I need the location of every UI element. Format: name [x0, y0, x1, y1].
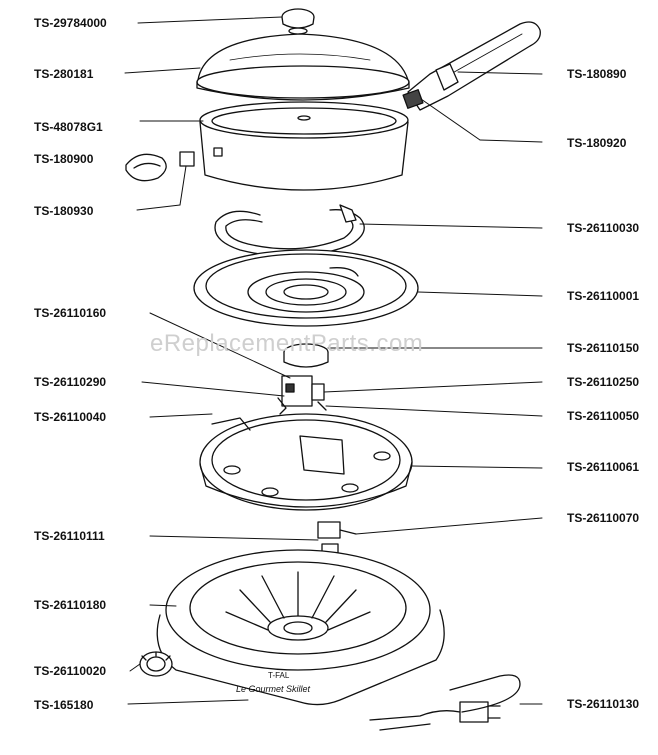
power-cord: [369, 674, 521, 731]
label-ts-180930: TS-180930: [34, 204, 94, 218]
reflector-plate: [193, 249, 419, 327]
label-ts-26110111: TS-26110111: [34, 529, 105, 543]
base-brand-text: T-FAL: [268, 671, 290, 680]
label-ts-26110130: TS-26110130: [567, 697, 640, 711]
label-ts-26110001: TS-26110001: [567, 289, 640, 303]
lid-knob: [281, 8, 315, 35]
label-ts-26110250: TS-26110250: [567, 375, 640, 389]
label-ts-165180: TS-165180: [34, 698, 94, 712]
label-ts-26110070: TS-26110070: [567, 511, 640, 525]
label-ts-180890: TS-180890: [567, 67, 627, 81]
label-ts-180920: TS-180920: [567, 136, 627, 150]
label-ts-26110160: TS-26110160: [34, 306, 107, 320]
terminal-block: [317, 521, 357, 557]
watermark: eReplacementParts.com: [150, 330, 424, 357]
label-ts-26110050: TS-26110050: [567, 409, 640, 423]
label-ts-26110061: TS-26110061: [567, 460, 640, 474]
handle: [402, 21, 541, 111]
label-ts-26110030: TS-26110030: [567, 221, 640, 235]
lid: [196, 33, 410, 101]
pan-body: [199, 101, 409, 191]
label-ts-48078g1: TS-48078G1: [34, 120, 103, 134]
heating-element: [214, 204, 365, 258]
base: T-FAL Le Gourmet Skillet: [156, 549, 445, 706]
leader-lines: [124, 16, 543, 705]
label-ts-26110040: TS-26110040: [34, 410, 107, 424]
base-model-text: Le Gourmet Skillet: [236, 684, 311, 694]
label-ts-26110150: TS-26110150: [567, 341, 640, 355]
temperature-dial: [139, 651, 173, 677]
label-ts-29784000: TS-29784000: [34, 16, 107, 30]
thermostat-part: [283, 343, 329, 368]
switch-assembly: [277, 375, 327, 415]
label-ts-26110180: TS-26110180: [34, 598, 107, 612]
label-ts-26110020: TS-26110020: [34, 664, 107, 678]
inner-housing: [199, 413, 413, 511]
label-ts-280181: TS-280181: [34, 67, 94, 81]
label-ts-26110290: TS-26110290: [34, 375, 107, 389]
cord-clip: [125, 151, 195, 182]
label-ts-180900: TS-180900: [34, 152, 94, 166]
